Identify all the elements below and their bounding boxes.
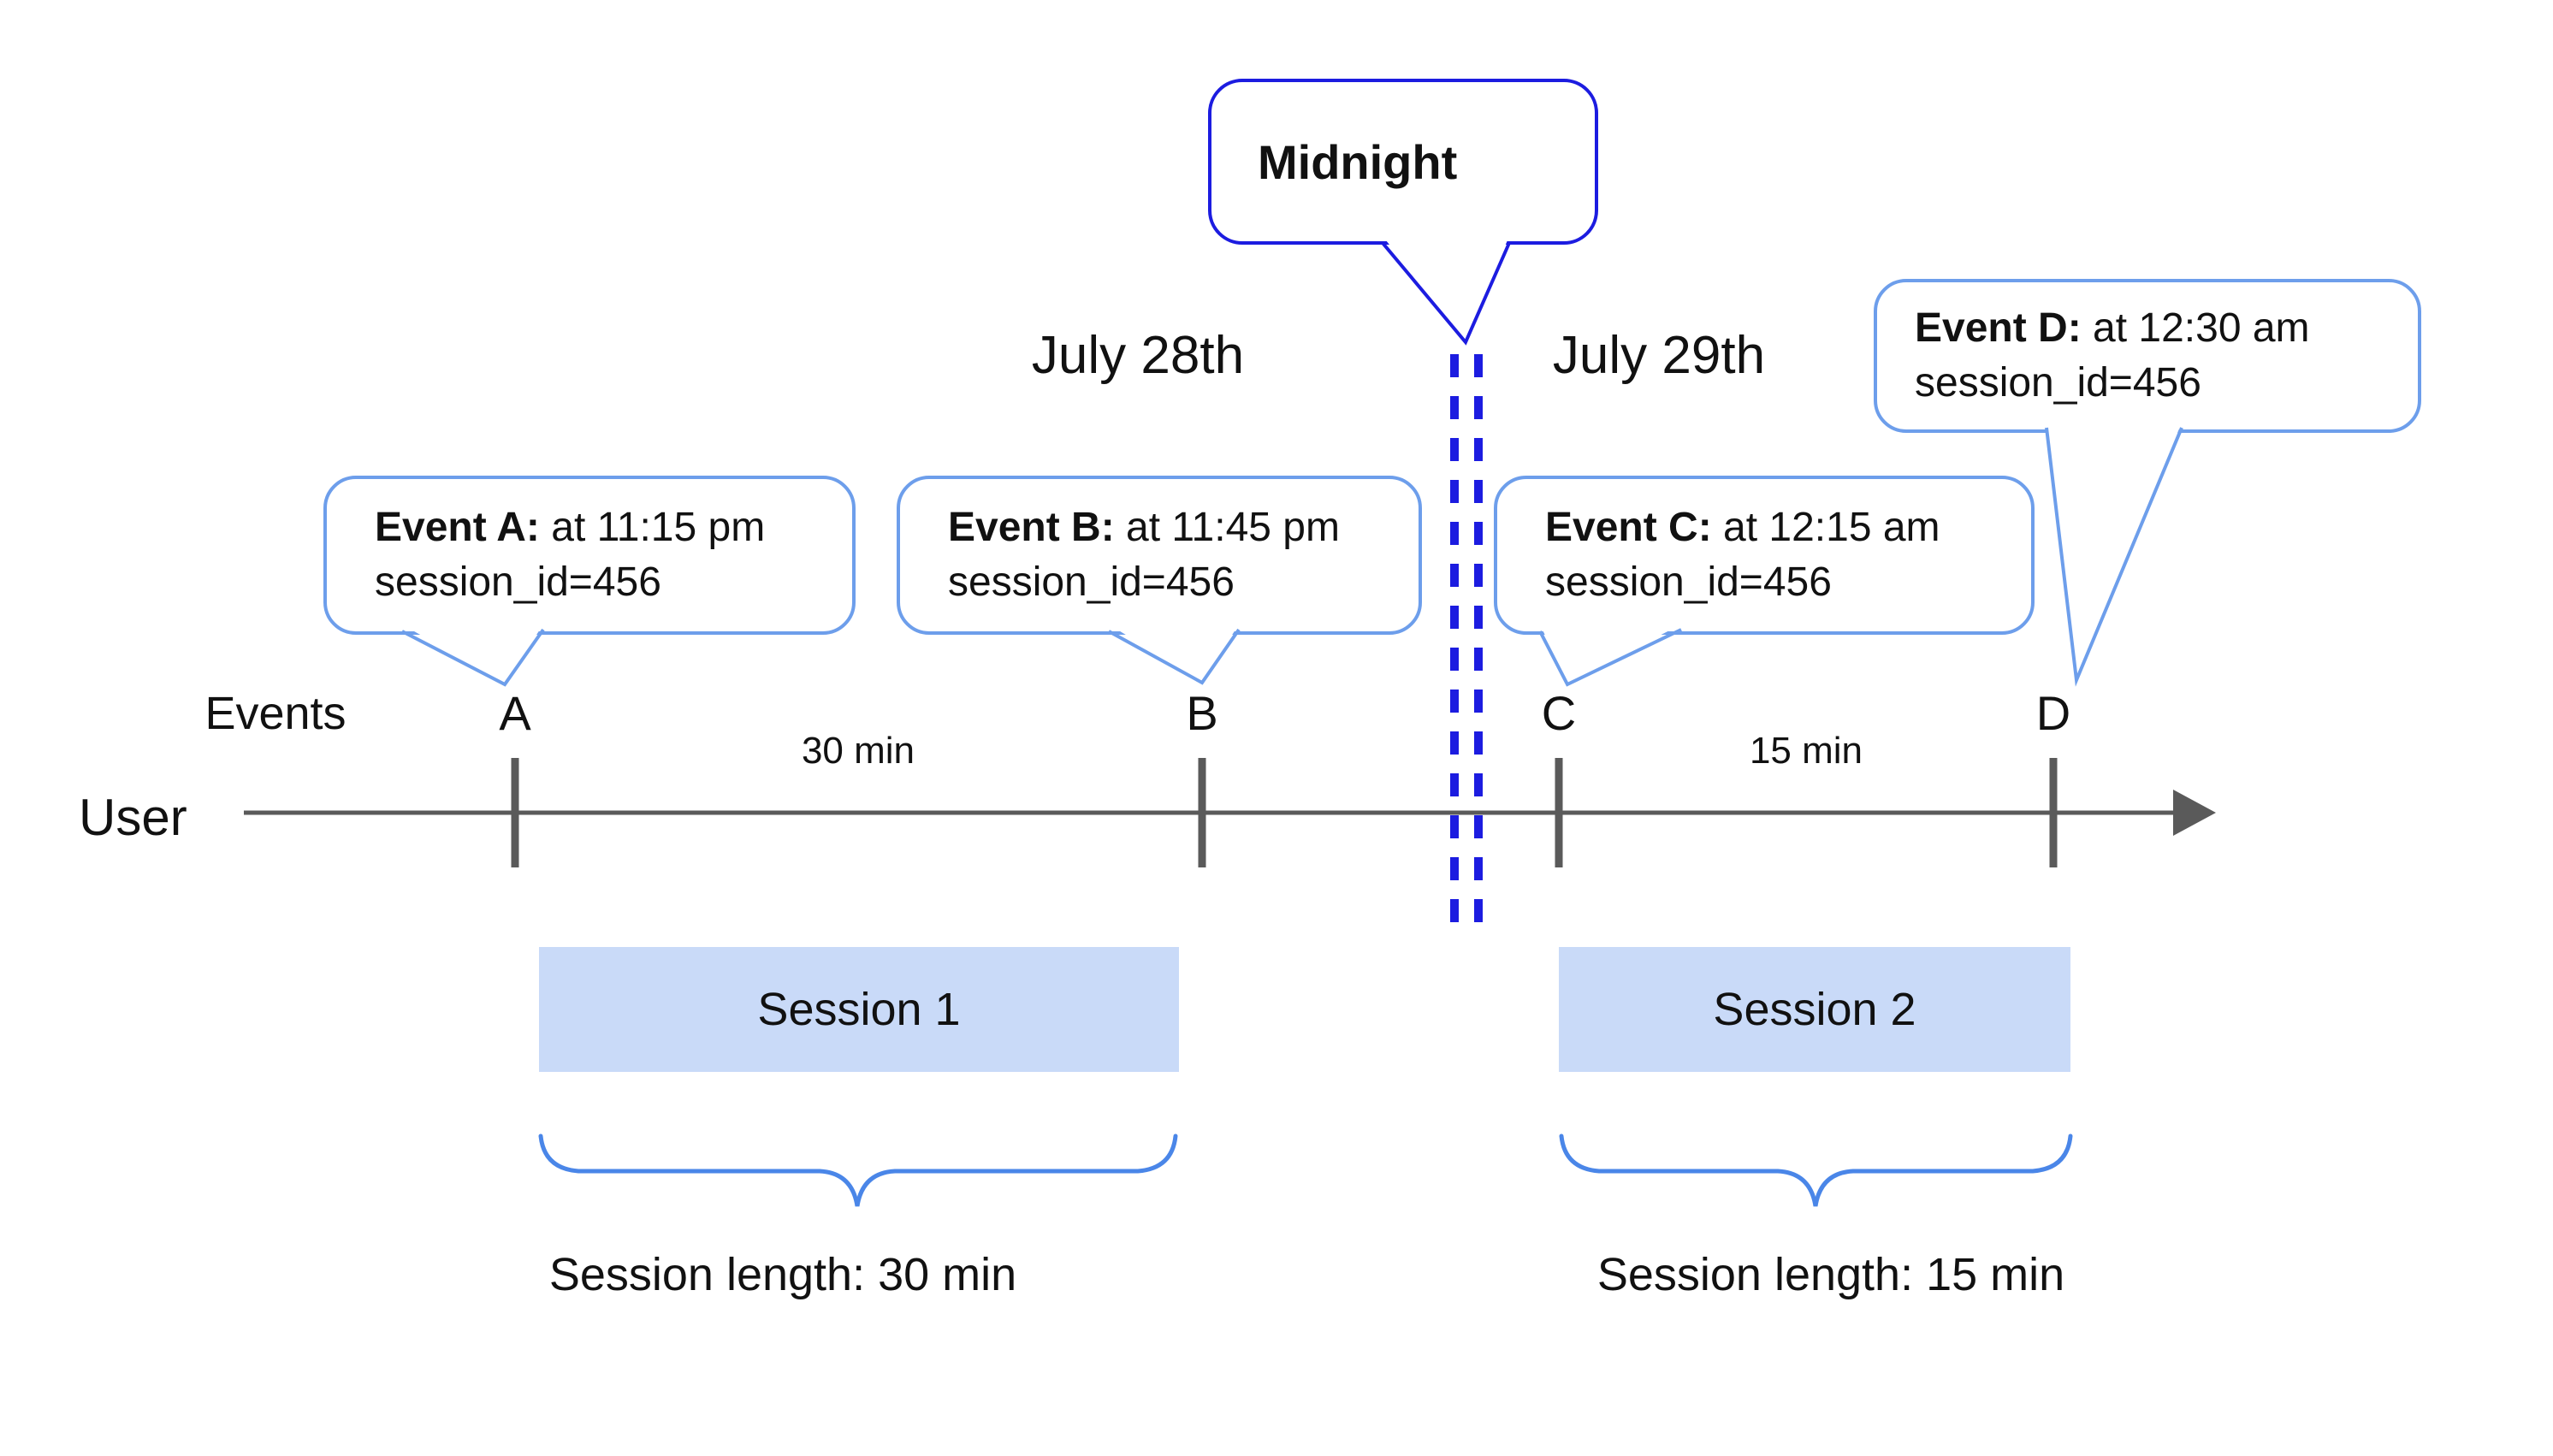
event-a-title: Event A: — [375, 505, 540, 550]
event-b-time: at 11:45 pm — [1114, 505, 1340, 550]
tick-label-d: D — [2035, 686, 2071, 740]
user-axis-label: User — [79, 789, 187, 846]
event-d-title: Event D: — [1915, 305, 2082, 351]
timeline-arrowhead-icon — [2173, 790, 2216, 836]
event-d-callout-tail-outline — [2045, 427, 2183, 687]
event-c-session-id: session_id=456 — [1545, 559, 1832, 605]
event-a-time: at 11:15 pm — [539, 505, 766, 550]
event-c-callout-tail-outline — [1538, 628, 1682, 687]
event-d-session-id: session_id=456 — [1915, 360, 2201, 405]
event-a-callout-bubble: Event A: at 11:15 pm session_id=456 — [323, 476, 856, 635]
events-axis-label: Events — [204, 688, 347, 739]
event-a-line1: Event A: at 11:15 pm — [375, 500, 852, 555]
event-b-callout-tail-outline — [1108, 628, 1241, 685]
interval-label-30-min: 30 min — [801, 730, 915, 772]
tick-label-a: A — [499, 686, 531, 740]
date-label-july-29: July 29th — [1552, 326, 1766, 385]
midnight-callout-tail-outline — [1381, 241, 1511, 346]
session-2-length-label: Session length: 15 min — [1596, 1249, 2065, 1300]
session-2-label: Session 2 — [1713, 984, 1916, 1035]
event-a-session-id: session_id=456 — [375, 559, 661, 605]
tick-label-c: C — [1541, 686, 1577, 740]
event-b-callout-bubble: Event B: at 11:45 pm session_id=456 — [897, 476, 1422, 635]
session-1-brace — [538, 1133, 1178, 1207]
event-c-line1: Event C: at 12:15 am — [1545, 500, 2031, 555]
session-2-box: Session 2 — [1559, 947, 2070, 1072]
midnight-callout-tail — [1383, 236, 1509, 340]
midnight-callout-bubble: Midnight — [1208, 79, 1598, 245]
event-b-session-id: session_id=456 — [948, 559, 1235, 605]
event-c-title: Event C: — [1545, 505, 1712, 550]
event-c-callout-bubble: Event C: at 12:15 am session_id=456 — [1494, 476, 2035, 635]
event-d-callout-tail — [2047, 423, 2182, 678]
session-1-length-label: Session length: 30 min — [548, 1249, 1017, 1300]
session-1-box: Session 1 — [539, 947, 1179, 1072]
date-label-july-28: July 28th — [1031, 326, 1245, 385]
tick-label-b: B — [1186, 686, 1218, 740]
session-2-brace — [1559, 1133, 2073, 1207]
event-d-line1: Event D: at 12:30 am — [1915, 301, 2418, 356]
interval-label-15-min: 15 min — [1749, 730, 1863, 772]
event-b-title: Event B: — [948, 505, 1115, 550]
event-a-callout-tail-outline — [401, 628, 545, 687]
event-d-callout-bubble: Event D: at 12:30 am session_id=456 — [1874, 279, 2421, 433]
event-d-time: at 12:30 am — [2081, 305, 2310, 351]
midnight-label: Midnight — [1258, 134, 1458, 189]
event-b-line1: Event B: at 11:45 pm — [948, 500, 1419, 555]
event-c-time: at 12:15 am — [1711, 505, 1940, 550]
session-1-label: Session 1 — [757, 984, 961, 1035]
